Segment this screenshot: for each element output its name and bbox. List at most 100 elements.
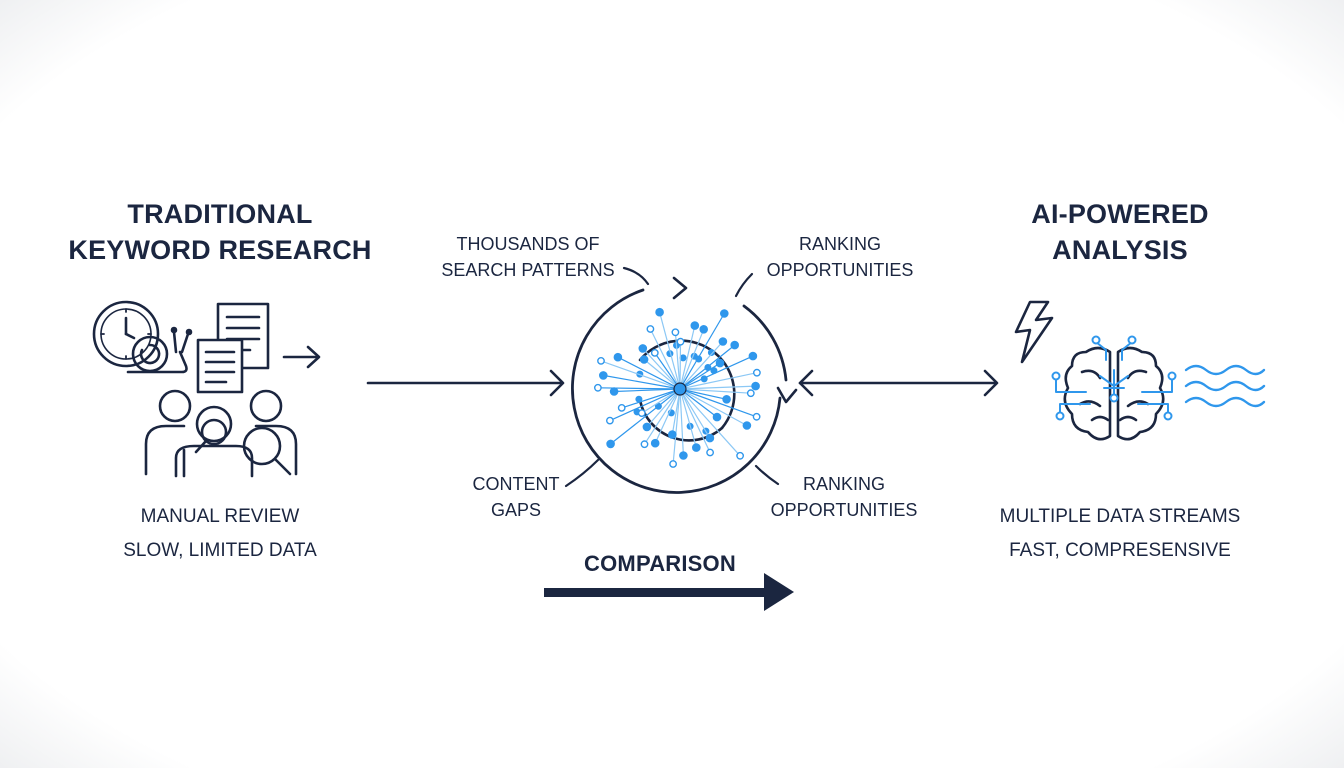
network-spoke bbox=[674, 332, 681, 390]
network-node bbox=[638, 344, 648, 353]
network-spoke bbox=[679, 388, 697, 448]
callout-ranking-top-line-1: RANKING bbox=[798, 234, 881, 254]
network-node bbox=[606, 439, 615, 449]
comparison-label-text: COMPARISON bbox=[584, 551, 736, 576]
network-spoke bbox=[679, 325, 696, 390]
network-spoke bbox=[672, 388, 681, 465]
network-spoke bbox=[621, 388, 681, 409]
network-node bbox=[718, 337, 728, 346]
network-node bbox=[690, 321, 700, 330]
network-node bbox=[742, 421, 752, 430]
right-title-line-1: AI-POWERED bbox=[1031, 199, 1209, 229]
network-spoke bbox=[654, 352, 681, 390]
callout-ranking-bottom-line-1: RANKING bbox=[802, 474, 885, 494]
network-spoke bbox=[659, 312, 681, 390]
network-node bbox=[692, 443, 701, 452]
network-spoke bbox=[679, 388, 727, 400]
network-node bbox=[594, 383, 602, 392]
comparison-label: COMPARISON bbox=[540, 546, 780, 582]
left-caption-line-2: SLOW, LIMITED DATA bbox=[123, 540, 317, 561]
network-spoke bbox=[679, 388, 748, 427]
callout-content-gaps-line-2: GAPS bbox=[490, 500, 542, 520]
callout-ranking-bottom-line-2: OPPORTUNITIES bbox=[770, 500, 918, 520]
document-icon bbox=[196, 302, 270, 394]
network-spoke bbox=[679, 388, 757, 418]
network-node bbox=[669, 460, 677, 468]
network-node bbox=[642, 422, 652, 432]
network-node bbox=[746, 389, 755, 398]
left-title-line-2: KEYWORD RESEARCH bbox=[68, 235, 372, 265]
callout-content-gaps-line-1: CONTENT bbox=[472, 474, 560, 494]
network-node bbox=[640, 440, 649, 449]
left-title-line-1: TRADITIONAL bbox=[127, 199, 313, 229]
right-caption: MULTIPLE DATA STREAMS FAST, COMPRESENSIV… bbox=[960, 500, 1280, 568]
lightning-icon bbox=[1014, 300, 1054, 364]
network-node bbox=[679, 451, 688, 460]
network-spoke bbox=[679, 388, 711, 453]
network-nodes bbox=[594, 307, 761, 468]
network-node bbox=[722, 394, 731, 404]
network-node bbox=[707, 349, 715, 356]
network-node bbox=[736, 451, 744, 460]
network-node bbox=[668, 430, 677, 439]
network-node bbox=[613, 352, 623, 362]
network-node bbox=[597, 356, 605, 365]
network-spoke bbox=[679, 388, 711, 439]
network-spoke bbox=[597, 387, 681, 390]
network-node bbox=[646, 325, 655, 333]
network-spoke bbox=[643, 359, 681, 390]
network-spoke bbox=[610, 388, 681, 445]
left-caption: MANUAL REVIEW SLOW, LIMITED DATA bbox=[60, 500, 380, 568]
network-spoke bbox=[679, 385, 756, 390]
network-node bbox=[599, 371, 608, 380]
network-spoke bbox=[679, 329, 705, 390]
small-arrow-icon bbox=[282, 345, 321, 369]
network-node bbox=[617, 403, 626, 412]
network-core-node bbox=[673, 382, 687, 396]
arrow-to-center bbox=[366, 369, 565, 397]
network-spoke bbox=[679, 341, 682, 390]
network-node bbox=[705, 433, 715, 443]
callout-ranking-opportunities-top: RANKING OPPORTUNITIES bbox=[740, 231, 940, 283]
network-node bbox=[609, 387, 619, 396]
network-spoke bbox=[617, 356, 681, 390]
network-spoke bbox=[600, 360, 681, 390]
network-spoke bbox=[649, 328, 681, 390]
callout-search-patterns-line-1: THOUSANDS OF bbox=[456, 234, 600, 254]
network-node bbox=[650, 348, 659, 357]
network-spoke bbox=[646, 388, 681, 428]
callout-ranking-opportunities-bottom: RANKING OPPORTUNITIES bbox=[744, 471, 944, 523]
network-spoke bbox=[679, 388, 718, 418]
network-node bbox=[699, 324, 709, 334]
network-spoke bbox=[679, 388, 741, 457]
comparison-arrow bbox=[544, 573, 794, 611]
network-node bbox=[606, 416, 614, 425]
callout-ranking-top-line-2: OPPORTUNITIES bbox=[766, 260, 914, 280]
network-spoke bbox=[679, 313, 725, 390]
network-spoke bbox=[642, 347, 681, 390]
network-spoke bbox=[603, 374, 681, 390]
network-spoke bbox=[679, 344, 736, 390]
brain-circuit-icon bbox=[1051, 335, 1177, 441]
network-node bbox=[639, 355, 649, 364]
network-node bbox=[720, 309, 729, 318]
network-spoke bbox=[671, 388, 681, 435]
right-title-line-2: ANALYSIS bbox=[1052, 235, 1188, 265]
network-spoke bbox=[654, 388, 681, 444]
network-spoke bbox=[643, 388, 681, 445]
callout-search-patterns: THOUSANDS OF SEARCH PATTERNS bbox=[418, 231, 638, 283]
network-node bbox=[715, 358, 725, 368]
clock-icon bbox=[92, 300, 160, 368]
callout-leaders bbox=[564, 266, 780, 488]
double-arrow bbox=[798, 369, 999, 397]
right-caption-line-2: FAST, COMPRESENSIVE bbox=[1009, 540, 1231, 561]
network-node bbox=[650, 438, 660, 448]
data-waves-icon bbox=[1184, 364, 1266, 408]
callout-search-patterns-line-2: SEARCH PATTERNS bbox=[441, 260, 615, 280]
network-node bbox=[712, 412, 722, 422]
network-spoke bbox=[679, 388, 751, 394]
network-node bbox=[751, 381, 760, 391]
network-node bbox=[752, 412, 761, 421]
right-title: AI-POWERED ANALYSIS bbox=[960, 196, 1280, 268]
